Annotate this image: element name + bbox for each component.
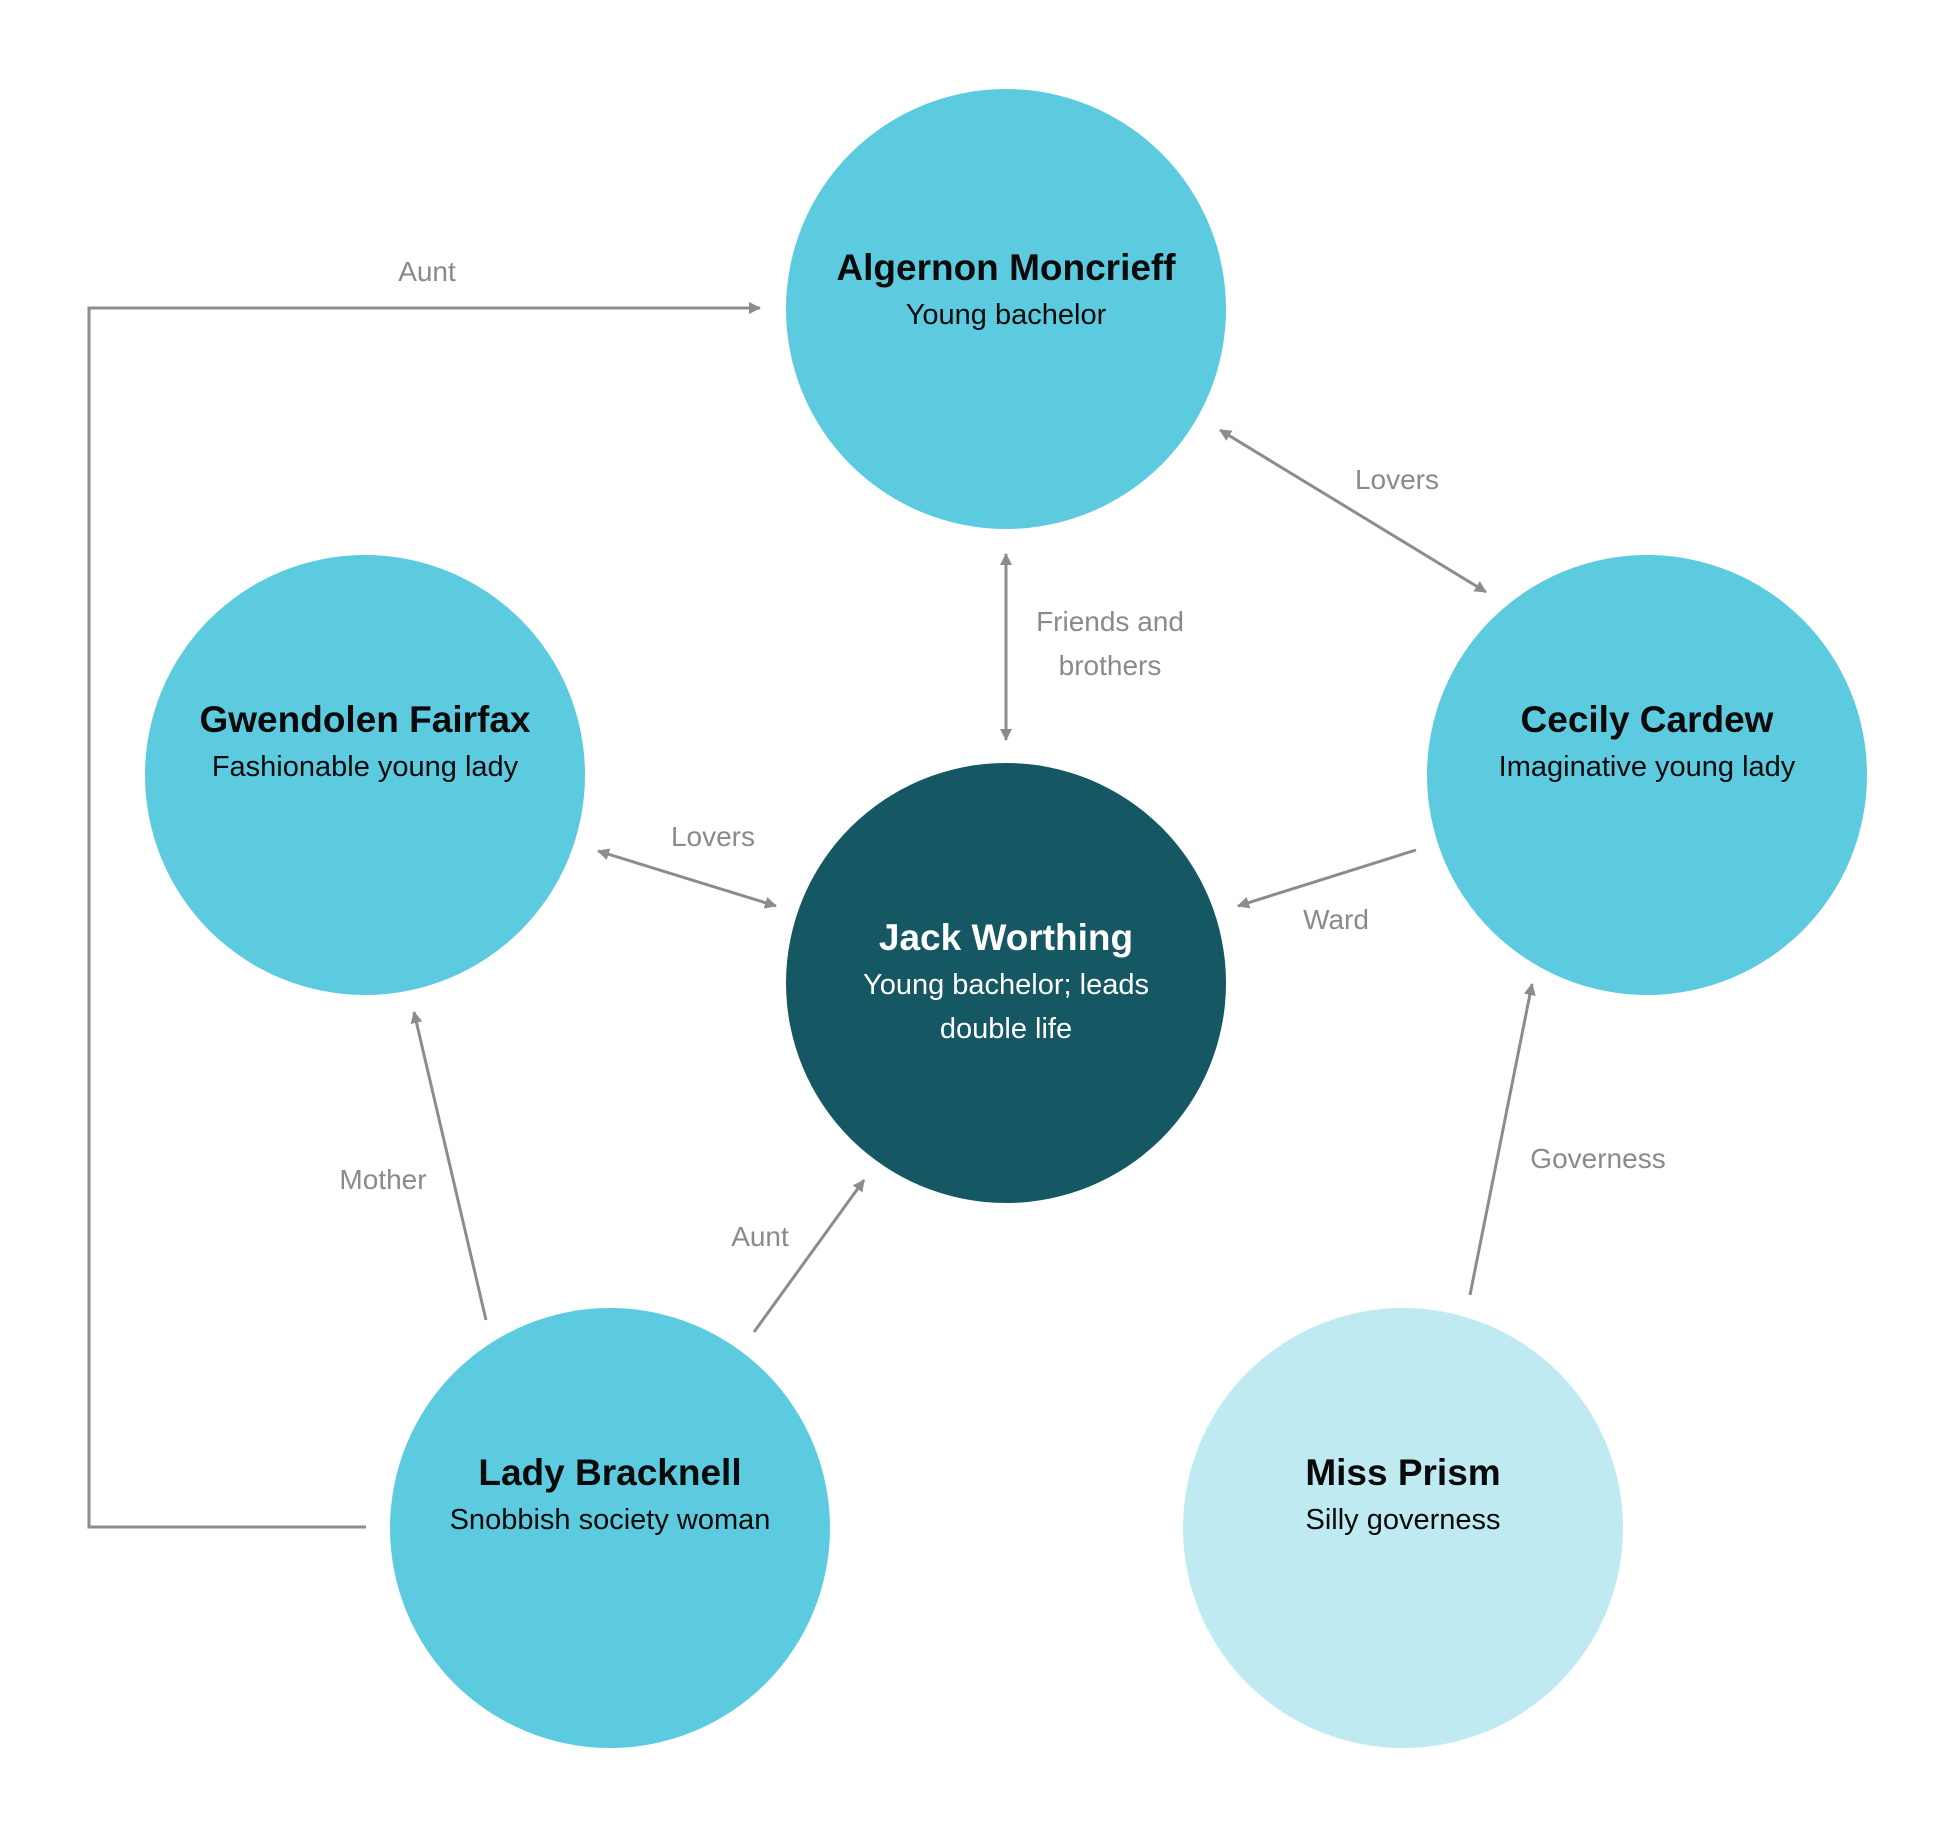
node-role: Young bachelor; leads double life [863, 969, 1149, 1045]
edge-label-aunt-bracknell-algernon: Aunt [398, 256, 456, 287]
node-name: Miss Prism [1305, 1452, 1501, 1493]
node-cecily-cardew: Cecily Cardew Imaginative young lady [1427, 555, 1867, 995]
edge-label-lovers-algernon-cecily: Lovers [1354, 464, 1440, 495]
edge-label-governess: Governess [1530, 1143, 1666, 1174]
node-jack-worthing: Jack Worthing Young bachelor; leads doub… [786, 763, 1226, 1203]
node-role: Young bachelor [905, 299, 1107, 331]
node-algernon-moncrieff: Algernon Moncrieff Young bachelor [786, 89, 1226, 529]
arrow-aunt-bracknell-algernon [87, 302, 761, 1529]
node-name: Gwendolen Fairfax [199, 699, 531, 740]
arrow-mother-bracknell-gwendolen [410, 1011, 488, 1321]
arrow-aunt-bracknell-jack [752, 1179, 866, 1333]
node-name: Lady Bracknell [478, 1452, 742, 1493]
edge-label-lovers-gwendolen-jack: Lovers [670, 821, 756, 852]
node-lady-bracknell: Lady Bracknell Snobbish society woman [390, 1308, 830, 1748]
edge-label-aunt-bracknell-jack: Aunt [731, 1221, 789, 1252]
node-role: Snobbish society woman [449, 1504, 771, 1536]
arrow-ward-cecily-jack [1237, 848, 1417, 909]
node-name: Cecily Cardew [1520, 699, 1774, 740]
node-role: Silly governess [1305, 1504, 1501, 1536]
edge-label-ward: Ward [1303, 904, 1369, 935]
node-name: Jack Worthing [878, 917, 1134, 958]
arrow-lovers-gwendolen-jack [597, 848, 777, 909]
arrow-governess-prism-cecily [1468, 983, 1536, 1296]
arrow-lovers-algernon-cecily [1219, 428, 1487, 594]
node-miss-prism: Miss Prism Silly governess [1183, 1308, 1623, 1748]
node-role: Imaginative young lady [1498, 751, 1796, 783]
node-name: Algernon Moncrieff [836, 247, 1176, 288]
edge-label-friends-and-brothers: Friends and brothers [1036, 606, 1184, 681]
node-role: Fashionable young lady [211, 751, 519, 783]
node-gwendolen-fairfax: Gwendolen Fairfax Fashionable young lady [145, 555, 585, 995]
edge-label-mother: Mother [339, 1164, 427, 1195]
